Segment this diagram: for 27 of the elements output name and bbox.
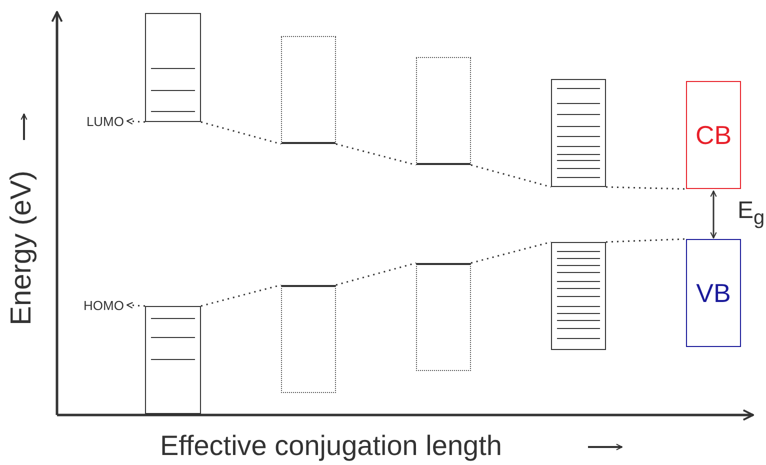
axis-title: Effective conjugation length: [160, 430, 502, 462]
energy-level-box: [416, 57, 471, 165]
connector-line: [200, 121, 282, 145]
connector-line: [336, 143, 416, 166]
level-label: HOMO: [64, 296, 124, 314]
band-label: VB: [696, 278, 731, 308]
axis-title: Energy (eV): [6, 170, 38, 326]
connector-line: [470, 164, 552, 188]
band-box: [686, 239, 741, 347]
energy-level-box: [551, 79, 606, 187]
energy-level-box: [281, 285, 336, 393]
arrow: [126, 302, 146, 309]
energy-level-box: [551, 242, 606, 350]
energy-level-box: [281, 36, 336, 144]
level-label: LUMO: [66, 112, 124, 130]
connector-line: [606, 238, 686, 243]
connector-line: [200, 284, 282, 307]
energy-level-box: [145, 13, 201, 122]
connector-line: [336, 262, 416, 286]
band-label: CB: [695, 120, 732, 150]
arrow: [126, 118, 146, 125]
energy-level-box: [416, 263, 471, 371]
connector-line: [470, 241, 552, 264]
arrow: [710, 190, 717, 239]
connector-line: [606, 186, 686, 190]
energy-level-box: [145, 306, 201, 414]
band-box: [686, 81, 741, 189]
